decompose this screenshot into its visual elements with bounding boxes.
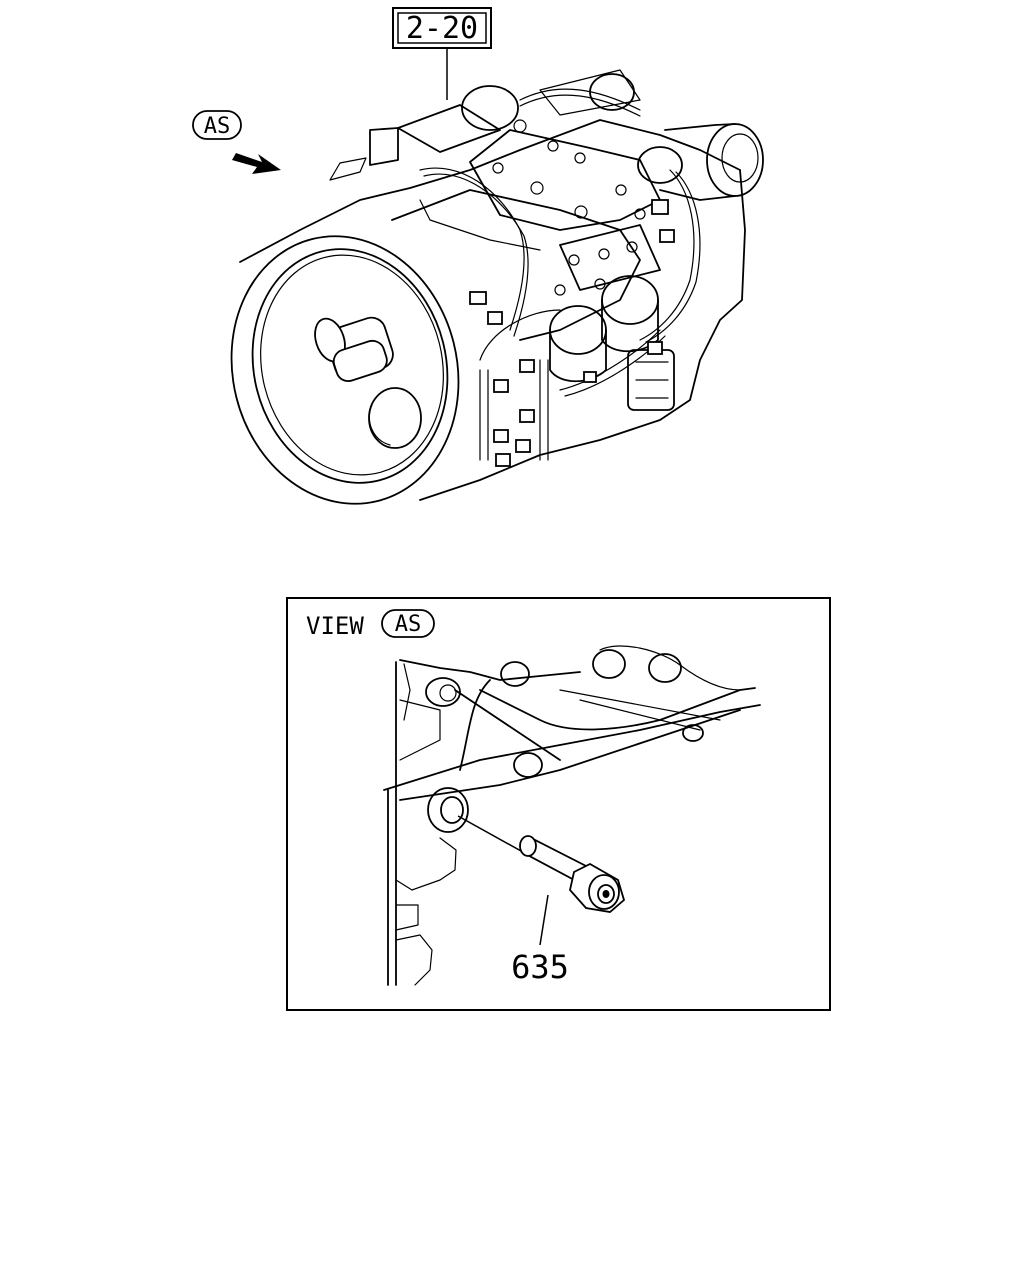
view-tag-label: AS (204, 114, 231, 139)
part-number-leader (539, 894, 549, 946)
housing-detail-drawing (383, 645, 761, 986)
direction-arrow-icon (232, 153, 281, 174)
drain-plug-part[interactable] (519, 835, 626, 913)
inset-view-tag[interactable]: AS (381, 609, 435, 638)
reference-callout-2-20[interactable]: 2-20 (392, 7, 492, 100)
inset-frame (286, 597, 831, 1011)
part-number-label[interactable]: 635 (511, 948, 569, 986)
plug-leader-line (457, 815, 531, 857)
view-tag-as[interactable]: AS (192, 110, 242, 140)
inset-tag-label: AS (395, 612, 422, 637)
reference-label: 2-20 (406, 11, 478, 46)
view-as-inset: VIEW AS (286, 597, 831, 1011)
inset-title: VIEW (306, 612, 364, 640)
transmission-assembly-drawing (230, 69, 764, 505)
